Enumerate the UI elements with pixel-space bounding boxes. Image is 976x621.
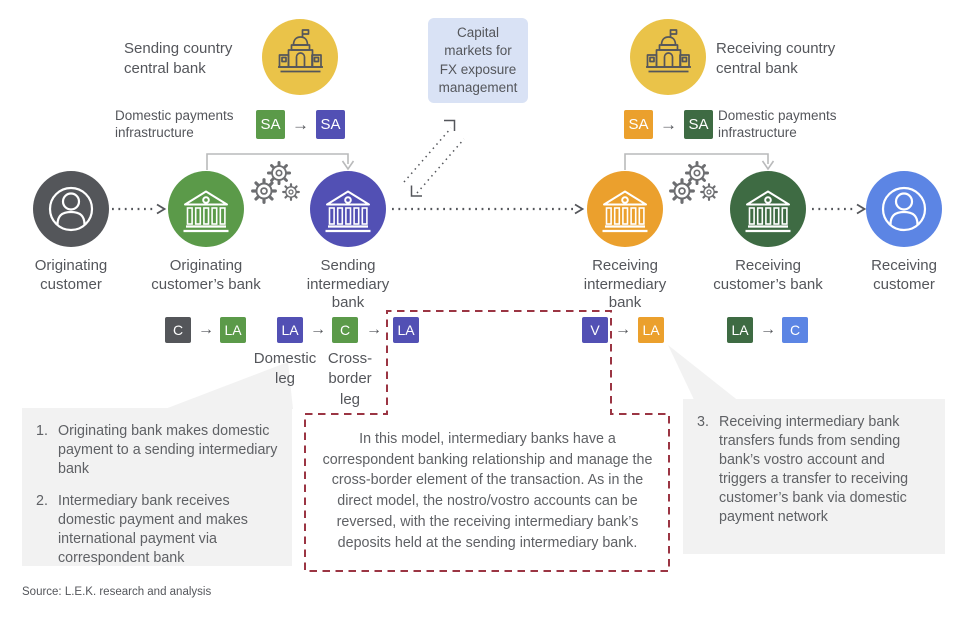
account-badge-la: LA [277, 317, 303, 343]
sending-central-bank-label: Sending country central bank [124, 40, 233, 77]
account-badge-la: LA [393, 317, 419, 343]
note-number: 2. [36, 493, 48, 509]
bank-icon [730, 171, 806, 247]
badge-arrow: → [292, 114, 309, 134]
node-label: Originating customer [34, 257, 108, 293]
note-box-step-3: 3. Receiving intermediary bank transfers… [683, 399, 945, 554]
bank-circle [730, 171, 806, 247]
settlement-account-badge: SA [316, 110, 345, 139]
note-number: 1. [36, 423, 48, 439]
bracket-left-arrowhead [341, 160, 355, 171]
account-badge-c: C [332, 317, 358, 343]
account-badge-la: LA [220, 317, 246, 343]
note3-pointer [668, 345, 745, 406]
source-note: Source: L.E.K. research and analysis [22, 586, 212, 598]
person-icon [33, 171, 109, 247]
node-receiving-customers-bank: Receiving customer’s bank [698, 171, 838, 294]
note-box-steps-1-2: 1. Originating bank makes domestic payme… [22, 408, 292, 566]
bracket-right [624, 153, 769, 170]
customer-circle [33, 171, 109, 247]
account-badge-v: V [582, 317, 608, 343]
note-item-3: 3. Receiving intermediary bank transfers… [697, 413, 935, 527]
sending-central-bank-node [262, 19, 338, 95]
note-number: 3. [697, 414, 709, 430]
fx-arrow-down [416, 138, 465, 194]
capital-markets-box: Capital markets for FX exposure manageme… [428, 18, 528, 103]
bank-circle [310, 171, 386, 247]
bank-icon [168, 171, 244, 247]
note-text: Receiving intermediary bank transfers fu… [719, 414, 909, 525]
badge-arrow: → [310, 321, 326, 338]
badge-arrow: → [366, 321, 382, 338]
note-item-2: 2. Intermediary bank receives domestic p… [36, 492, 282, 568]
bank-circle [587, 171, 663, 247]
note-text: Intermediary bank receives domestic paym… [58, 493, 248, 566]
domestic-leg-label: Domestic leg [253, 350, 317, 388]
badge-arrow: → [660, 114, 677, 134]
infra-label-right: Domestic payments infrastructure [718, 108, 837, 141]
receiving-central-bank-label: Receiving country central bank [716, 40, 836, 77]
node-sending-intermediary-bank: Sending intermediary bank [278, 171, 418, 313]
bank-circle [168, 171, 244, 247]
bracket-right-arrowhead [761, 160, 775, 171]
badge-arrow: → [615, 321, 631, 338]
settlement-account-badge: SA [256, 110, 285, 139]
note-text: Originating bank makes domestic payment … [58, 423, 278, 477]
node-label: Receiving intermediary bank [583, 257, 667, 312]
fx-arrow-up-head [444, 119, 456, 131]
receiving-central-bank-node [630, 19, 706, 95]
node-originating-customer: Originating customer [1, 171, 141, 294]
infra-label-left: Domestic payments infrastructure [115, 108, 234, 141]
bracket-left [206, 153, 349, 170]
cross-border-explanation: In this model, intermediary banks have a… [322, 431, 653, 551]
settlement-account-badge: SA [684, 110, 713, 139]
central-bank-icon [262, 19, 338, 95]
bank-icon [310, 171, 386, 247]
bank-icon [587, 171, 663, 247]
account-badge-la: LA [727, 317, 753, 343]
account-badge-c: C [165, 317, 191, 343]
person-icon [866, 171, 942, 247]
note-item-1: 1. Originating bank makes domestic payme… [36, 422, 282, 479]
sa-badges-left: SA → SA [256, 110, 345, 139]
cross-border-leg-label: Cross- border leg [327, 350, 373, 408]
node-originating-customers-bank: Originating customer’s bank [136, 171, 276, 294]
node-label: Originating customer’s bank [151, 257, 261, 293]
node-receiving-intermediary-bank: Receiving intermediary bank [555, 171, 695, 313]
account-badge-c: C [782, 317, 808, 343]
central-bank-icon [630, 19, 706, 95]
customer-circle [866, 171, 942, 247]
node-receiving-customer: Receiving customer [834, 171, 974, 294]
node-label: Receiving customer’s bank [713, 257, 823, 293]
sa-badges-right: SA → SA [624, 110, 713, 139]
settlement-account-badge: SA [624, 110, 653, 139]
account-badge-la: LA [638, 317, 664, 343]
badge-arrow: → [198, 321, 214, 338]
node-label: Sending intermediary bank [306, 257, 390, 312]
badge-arrow: → [760, 321, 776, 338]
node-label: Receiving customer [871, 257, 937, 293]
